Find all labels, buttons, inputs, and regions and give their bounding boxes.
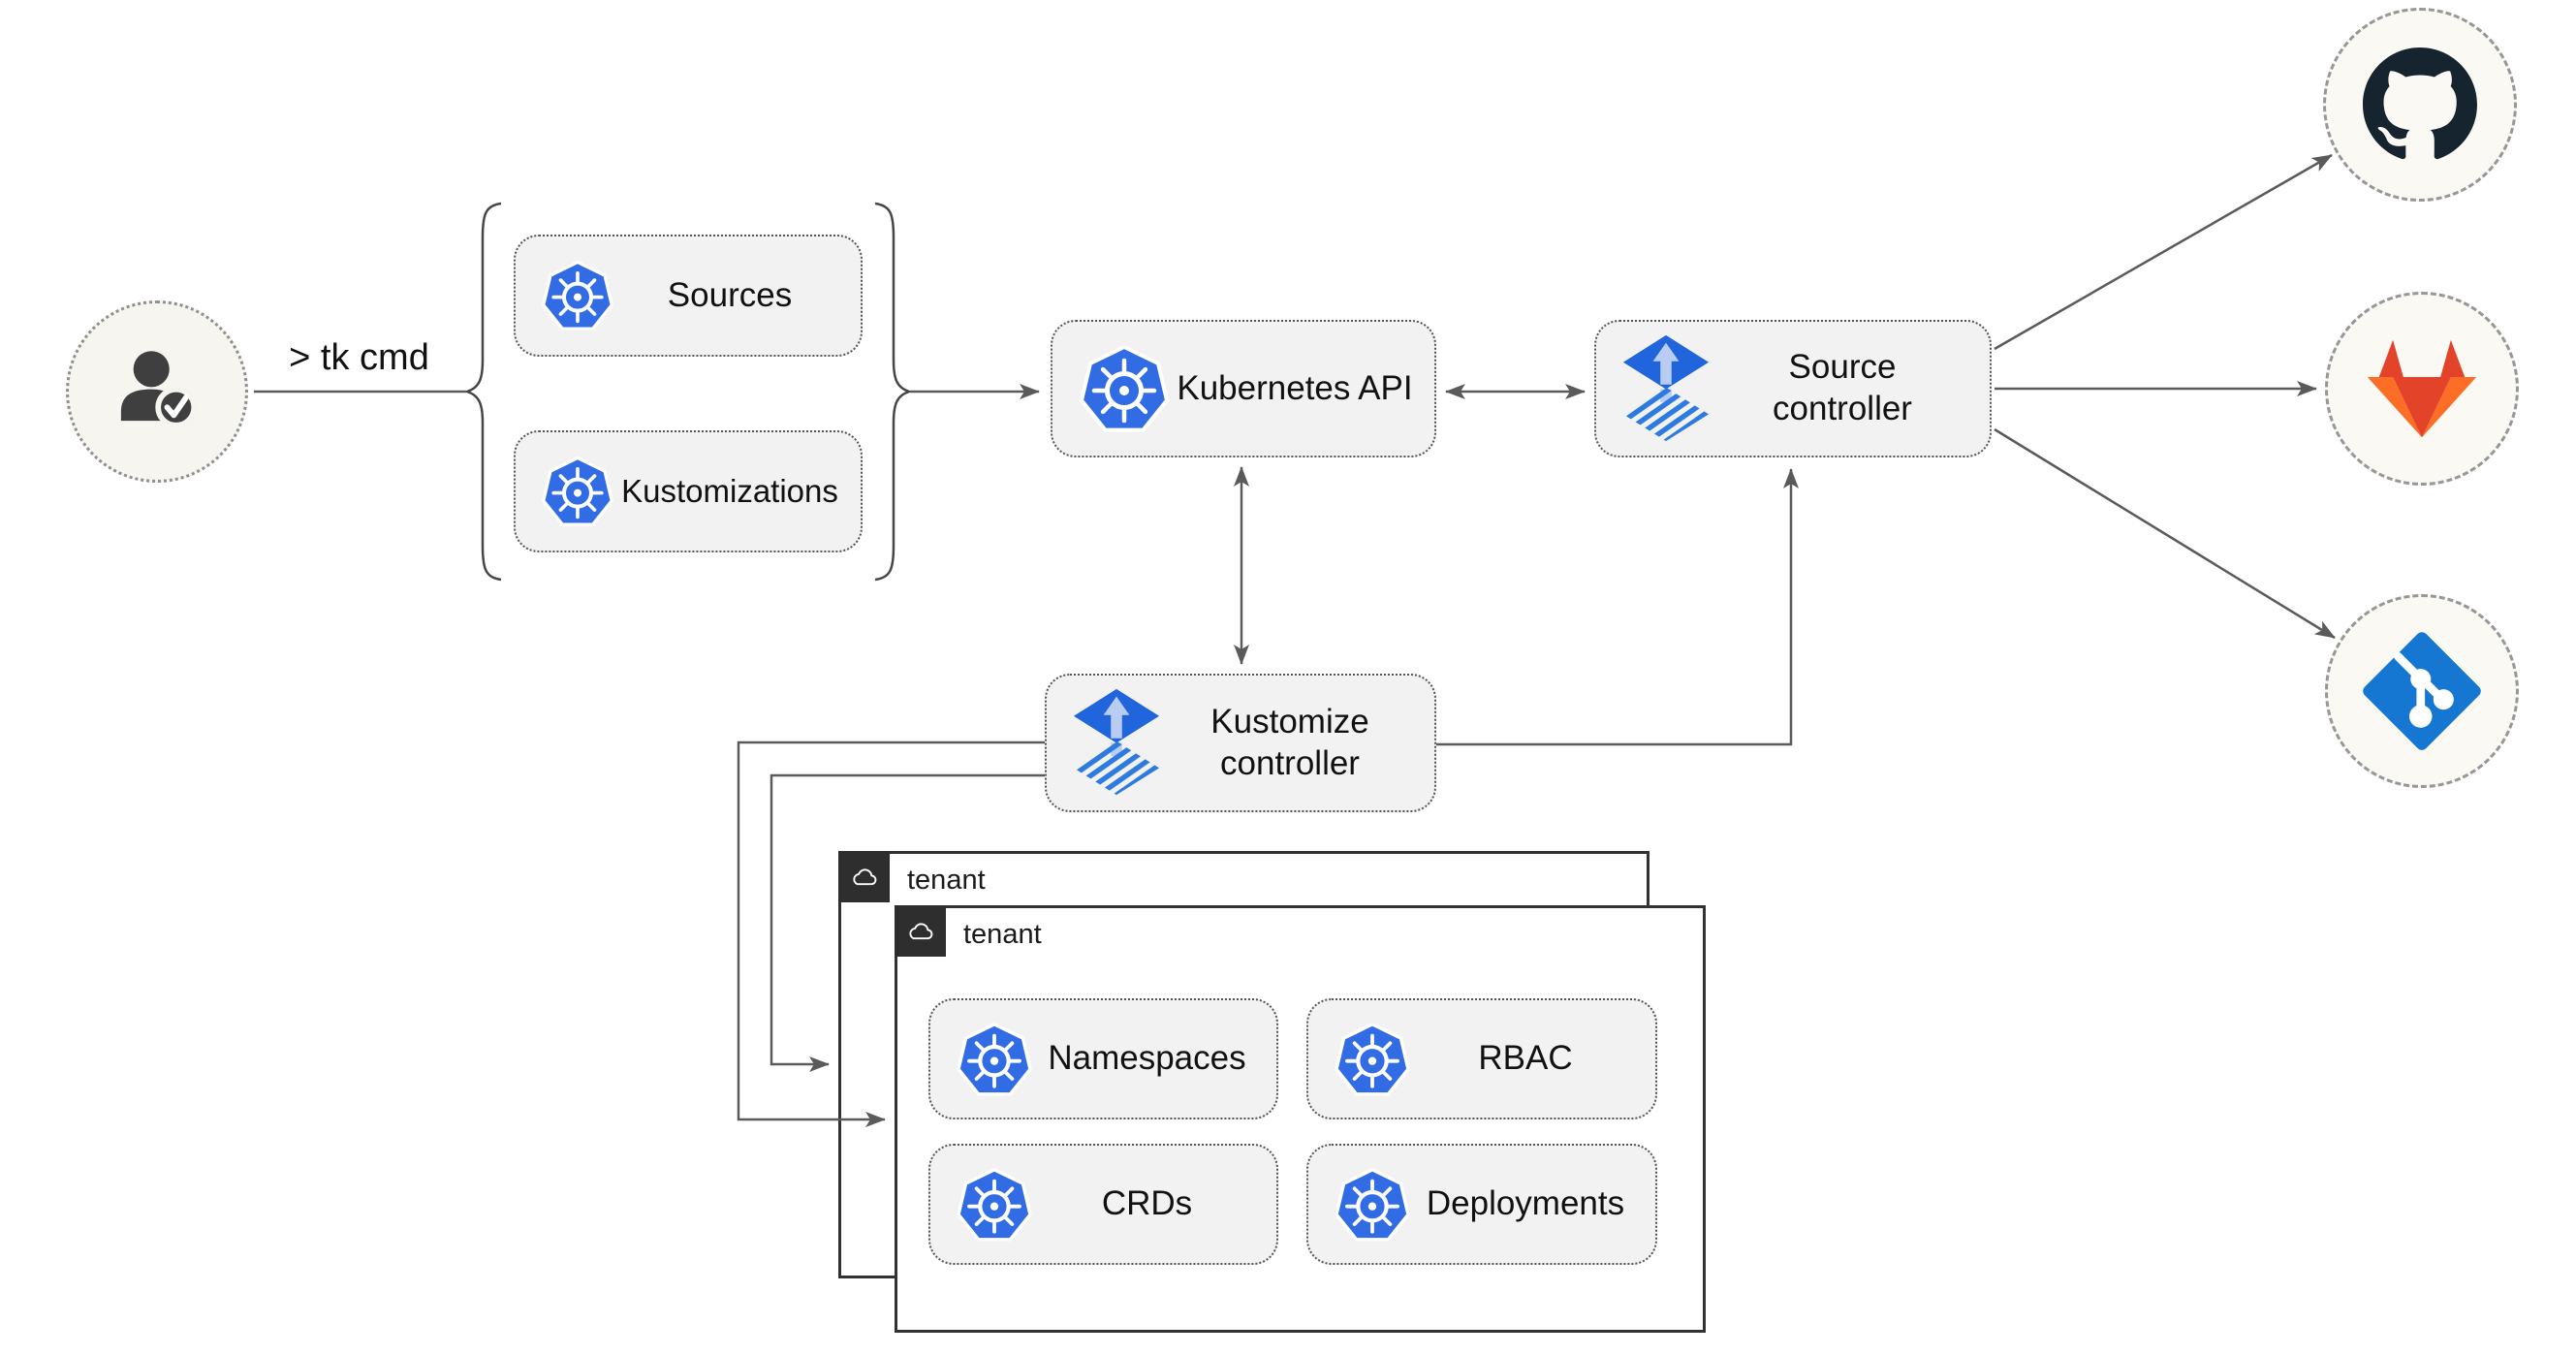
kubernetes-icon (539, 453, 616, 530)
user-avatar (66, 300, 248, 483)
user-check-icon (101, 335, 213, 448)
edge-source-to-github (1994, 153, 2333, 351)
brace-left (463, 202, 502, 582)
window-title: tenant (963, 919, 1042, 950)
flux-icon (1619, 333, 1712, 445)
gitlab-icon (2364, 335, 2480, 442)
brace-right (874, 202, 913, 582)
kubernetes-icon (539, 257, 616, 334)
kubernetes-icon (954, 1164, 1035, 1245)
edge-kustomize-to-source (1436, 468, 1799, 746)
node-label: Sources (667, 275, 793, 314)
remote-git (2325, 594, 2519, 788)
node-label: RBAC (1478, 1039, 1573, 1078)
node-kustomize-controller: Kustomize controller (1045, 674, 1436, 812)
node-namespaces: Namespaces (928, 998, 1278, 1119)
edge-source-to-git (1994, 427, 2336, 640)
window-tab (838, 851, 890, 902)
node-deployments: Deployments (1306, 1144, 1657, 1265)
node-kustomizations: Kustomizations (514, 430, 863, 552)
node-crds: CRDs (928, 1144, 1278, 1265)
node-label: CRDs (1101, 1184, 1193, 1223)
node-label: Kustomize controller (1210, 702, 1369, 782)
remote-gitlab (2325, 292, 2519, 486)
node-label: Deployments (1426, 1184, 1625, 1223)
node-label: Source controller (1773, 348, 1912, 427)
window-tab (895, 905, 946, 957)
command-label: > tk cmd (289, 337, 429, 378)
node-rbac: RBAC (1306, 998, 1657, 1119)
cloud-icon (849, 866, 880, 888)
git-icon (2362, 631, 2482, 751)
node-source-controller: Source controller (1594, 320, 1992, 457)
kubernetes-icon (954, 1019, 1035, 1100)
node-kubernetes-api: Kubernetes API (1051, 320, 1436, 457)
kubernetes-icon (1076, 340, 1173, 437)
remote-github (2323, 8, 2517, 202)
node-label: Kubernetes API (1177, 368, 1413, 407)
kubernetes-icon (1332, 1164, 1413, 1245)
cloud-icon (905, 920, 936, 942)
node-label: Kustomizations (621, 472, 838, 509)
window-title: tenant (907, 865, 986, 896)
flux-icon (1070, 687, 1163, 799)
kubernetes-icon (1332, 1019, 1413, 1100)
node-sources: Sources (514, 235, 863, 357)
node-label: Namespaces (1048, 1039, 1246, 1078)
github-icon (2363, 47, 2477, 162)
